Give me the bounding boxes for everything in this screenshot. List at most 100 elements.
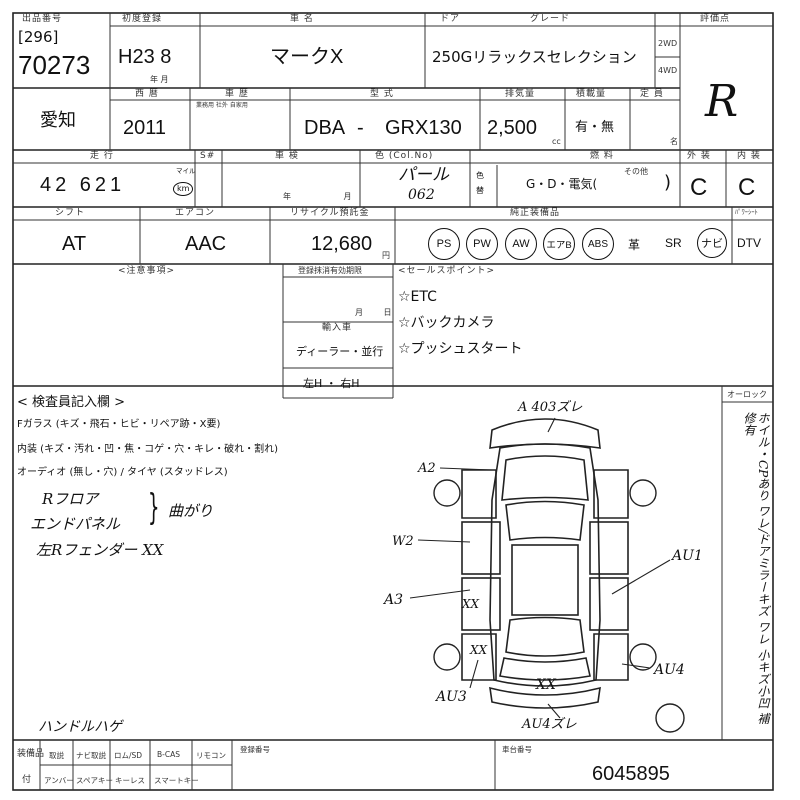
recycle-fee: 12,680 xyxy=(311,233,373,255)
color-name: パール xyxy=(398,165,449,185)
footer-bcas: B-CAS xyxy=(157,750,180,759)
footer-remote: リモコン xyxy=(196,751,226,760)
note-left-rear-fender: 左Rフェンダー XX xyxy=(36,541,164,559)
evaluation-score: R xyxy=(705,76,739,127)
damage-xx-left-fender: XX xyxy=(470,643,488,657)
interior-grade: C xyxy=(738,174,756,201)
footer-amber: アンバー xyxy=(44,776,74,785)
equip-sunroof: SR xyxy=(665,236,682,250)
history-header: 車 歴 xyxy=(225,89,249,99)
capacity-header: 定 員 xyxy=(640,89,664,99)
exterior-header: 外 装 xyxy=(687,151,711,161)
exhibit-header: 出品番号 xyxy=(22,14,63,24)
doors-header: ドア xyxy=(440,14,461,24)
recycle-header: リサイクル預託金 xyxy=(290,208,370,218)
import-header: 輸入車 xyxy=(322,323,353,333)
sales-point-3: ☆プッシュスタート xyxy=(398,341,523,357)
grade: 250Gリラックスセレクション xyxy=(432,48,637,66)
year-month-unit: 年 月 xyxy=(150,75,169,84)
footer-reg-no-header: 登録番号 xyxy=(240,745,270,754)
chassis-number: 6045895 xyxy=(592,763,670,785)
note-bent: 曲がり xyxy=(168,502,214,520)
equip-ps: PS xyxy=(428,228,460,260)
drive-2wd: 2WD xyxy=(658,39,678,48)
capacity-unit: 名 xyxy=(670,137,678,146)
damage-a2: A2 xyxy=(418,461,436,476)
footer-keyless: キーレス xyxy=(115,776,145,785)
equipment-header: 純正装備品 xyxy=(510,208,561,218)
footer-chassis-header: 車台番号 xyxy=(502,745,532,754)
footer-navi-manual: ナビ取説 xyxy=(76,751,106,760)
sales-header: <セールスポイント> xyxy=(398,266,496,276)
interior-header: 内 装 xyxy=(737,151,761,161)
inspection-header: 車 検 xyxy=(275,151,299,161)
side-header: オーロック xyxy=(727,390,767,399)
inspector-audio-tires: オーディオ (無し・穴) / タイヤ (スタッドレス) xyxy=(17,467,228,478)
lot-number: 70273 xyxy=(18,50,91,80)
inspector-interior: 内装 (キズ・汚れ・凹・焦・コゲ・穴・キレ・破れ・割れ) xyxy=(17,444,278,455)
footer-manual: 取説 xyxy=(49,751,64,760)
model-prefix: DBA xyxy=(304,117,346,139)
load-value: 有・無 xyxy=(575,120,615,135)
damage-w2: W2 xyxy=(392,534,414,549)
steering-side: 左H ・ 右H xyxy=(303,377,360,390)
footer-spare-key: スペアキー xyxy=(76,776,113,785)
car-name: マークX xyxy=(270,46,344,68)
score-header: 評価点 xyxy=(700,14,731,24)
footer-equip-header-2: 付 xyxy=(22,775,32,785)
damage-au4: AU4 xyxy=(654,662,685,678)
footer-equip-header: 装備品 xyxy=(17,749,45,759)
model-dash: - xyxy=(357,117,364,139)
reg-expiry-unit: 月 日 xyxy=(355,308,392,317)
sales-point-2: ☆バックカメラ xyxy=(398,315,495,331)
exterior-grade: C xyxy=(690,174,708,201)
reg-expiry-header: 登録抹消有効期限 xyxy=(298,266,362,275)
mileage-header: 走 行 xyxy=(90,151,114,161)
model-code: GRX130 xyxy=(385,117,462,139)
side-notes: ホイル・CPあり ワレ/ドアミラーキズ ワレ 小キズ小凹 補修有 xyxy=(742,412,770,725)
mileage-unit-mile: マイル xyxy=(176,167,196,175)
drive-4wd: 4WD xyxy=(658,66,678,75)
equip-power-seat: ﾊﾟﾜｰｼｰﾄ xyxy=(735,208,758,216)
recycle-unit: 円 xyxy=(382,251,390,260)
inspector-windshield: Fガラス (キズ・飛石・ヒビ・リペア跡・X要) xyxy=(17,419,221,430)
load-header: 積載量 xyxy=(576,89,607,99)
equip-abs: ABS xyxy=(582,228,614,260)
mileage: 42 621 xyxy=(40,174,126,196)
aircon-header: エアコン xyxy=(175,208,216,218)
damage-rear-bumper: AU4ズレ xyxy=(522,717,577,732)
inspection-unit: 年 月 xyxy=(283,192,352,201)
color-number: 062 xyxy=(408,187,435,203)
notes-header: <注意事項> xyxy=(118,266,176,276)
displacement-header: 排気量 xyxy=(505,89,536,99)
car-name-header: 車 名 xyxy=(290,14,314,24)
fuel-close-paren: ) xyxy=(664,172,672,193)
equip-dtv: DTV xyxy=(737,236,761,250)
note-brace: } xyxy=(148,487,160,528)
lane-number: [296] xyxy=(18,28,59,46)
shift: AT xyxy=(62,233,87,255)
mileage-unit-km: km xyxy=(173,182,194,196)
inspector-header: < 検査員記入欄 > xyxy=(17,395,126,410)
damage-front-bumper: A 403ズレ xyxy=(518,400,583,415)
note-steering-wear: ハンドルハゲ xyxy=(38,719,122,735)
footer-rom-sd: ロム/SD xyxy=(114,751,143,760)
damage-au3: AU3 xyxy=(436,689,467,705)
sno-header: S# xyxy=(200,151,216,161)
displacement-unit: cc xyxy=(552,137,561,146)
sales-point-1: ☆ETC xyxy=(398,289,437,305)
damage-a3: A3 xyxy=(384,592,404,608)
import-type: ディーラー・並行 xyxy=(296,345,384,358)
first-registration: H23 8 xyxy=(118,46,172,68)
note-end-panel: エンドパネル xyxy=(30,515,121,533)
fuel-header: 燃 料 xyxy=(590,151,614,161)
history-options: 業務用 社外 自家用 xyxy=(196,102,248,109)
model-header: 型 式 xyxy=(370,89,394,99)
footer-smart-key: スマートキー xyxy=(154,776,199,785)
equip-leather: 革 xyxy=(628,238,641,252)
aircon: AAC xyxy=(185,233,227,255)
equip-aw: AW xyxy=(505,228,537,260)
year-header: 西 暦 xyxy=(135,89,159,99)
